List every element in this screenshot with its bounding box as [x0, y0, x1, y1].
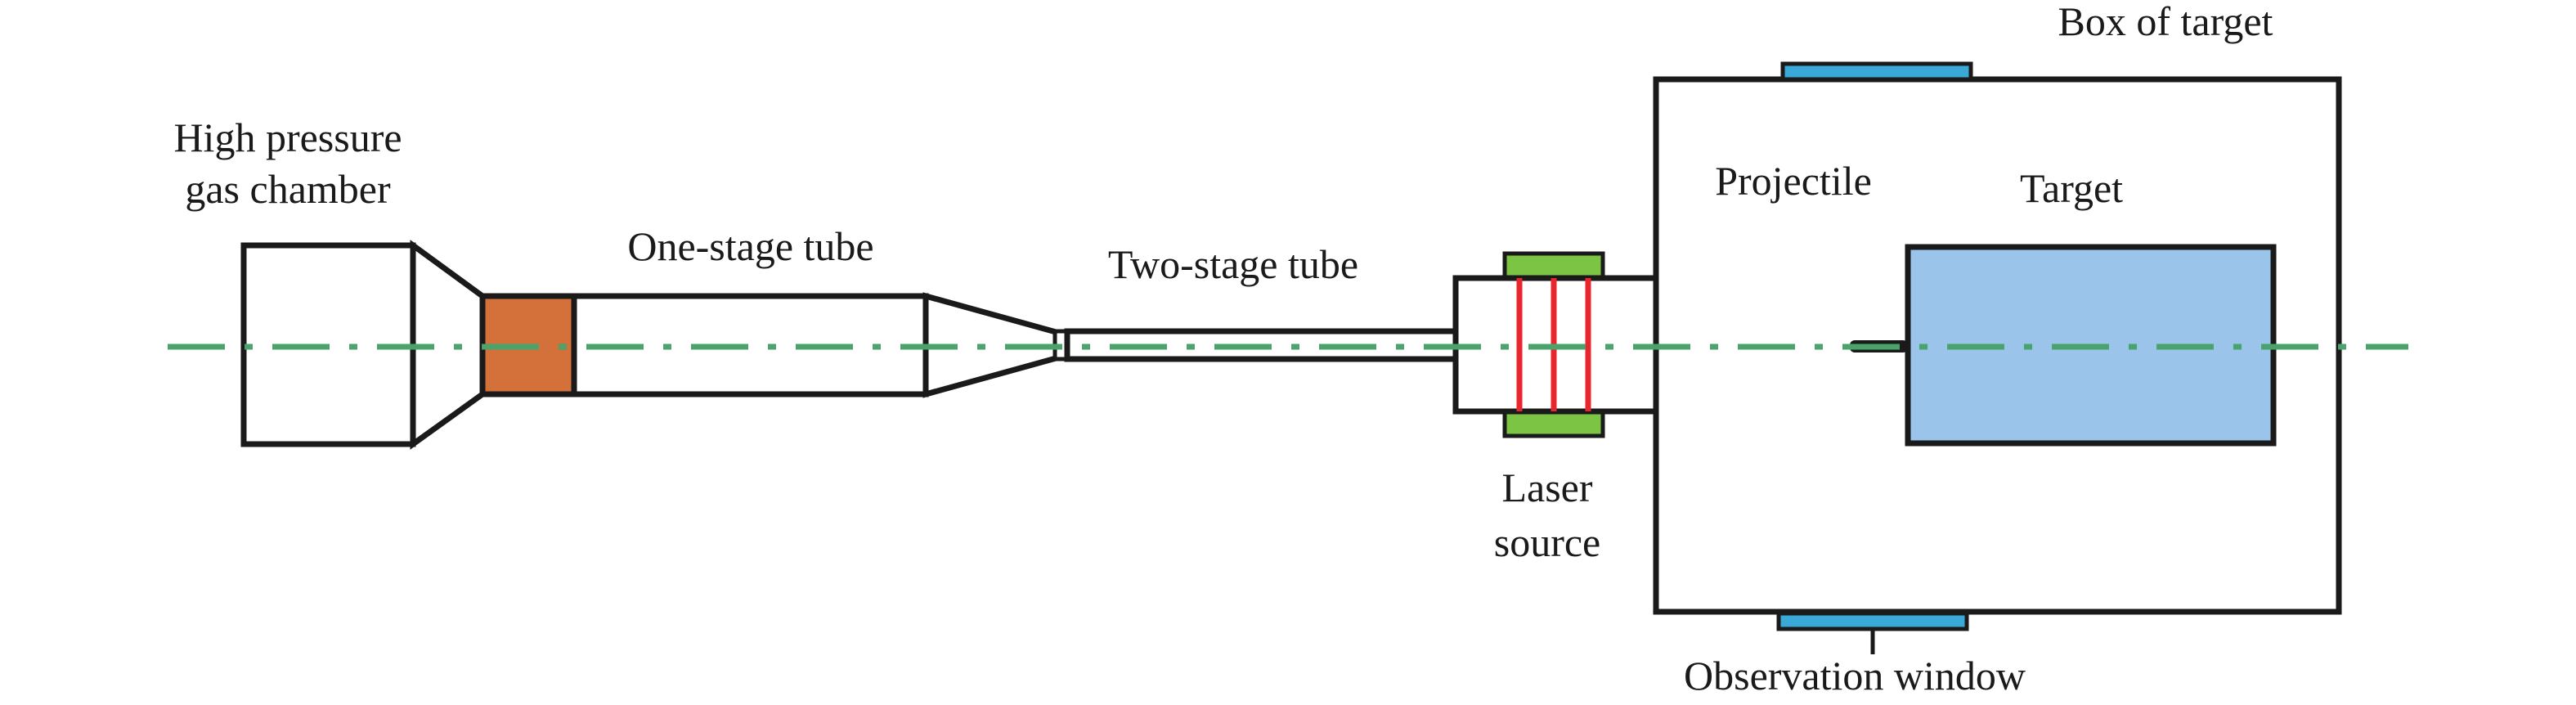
- label-high-pressure-line1: High pressure: [173, 115, 402, 160]
- target-box: [1653, 61, 2342, 654]
- label-box-of-target: Box of target: [2058, 0, 2273, 44]
- label-laser-line2: source: [1494, 519, 1601, 565]
- laser-mount-top: [1502, 251, 1605, 281]
- observation-window-bottom: [1776, 611, 1969, 631]
- label-projectile: Projectile: [1715, 158, 1872, 204]
- laser-source: [1452, 251, 1659, 438]
- label-two-stage-tube: Two-stage tube: [1108, 241, 1358, 287]
- label-one-stage-tube: One-stage tube: [627, 223, 873, 269]
- label-observation-window: Observation window: [1684, 653, 2026, 698]
- label-target: Target: [2020, 165, 2123, 211]
- label-high-pressure-line2: gas chamber: [185, 166, 391, 212]
- observation-window-top: [1780, 61, 1973, 82]
- laser-mount-bottom: [1502, 409, 1605, 438]
- label-laser-line1: Laser: [1501, 465, 1592, 510]
